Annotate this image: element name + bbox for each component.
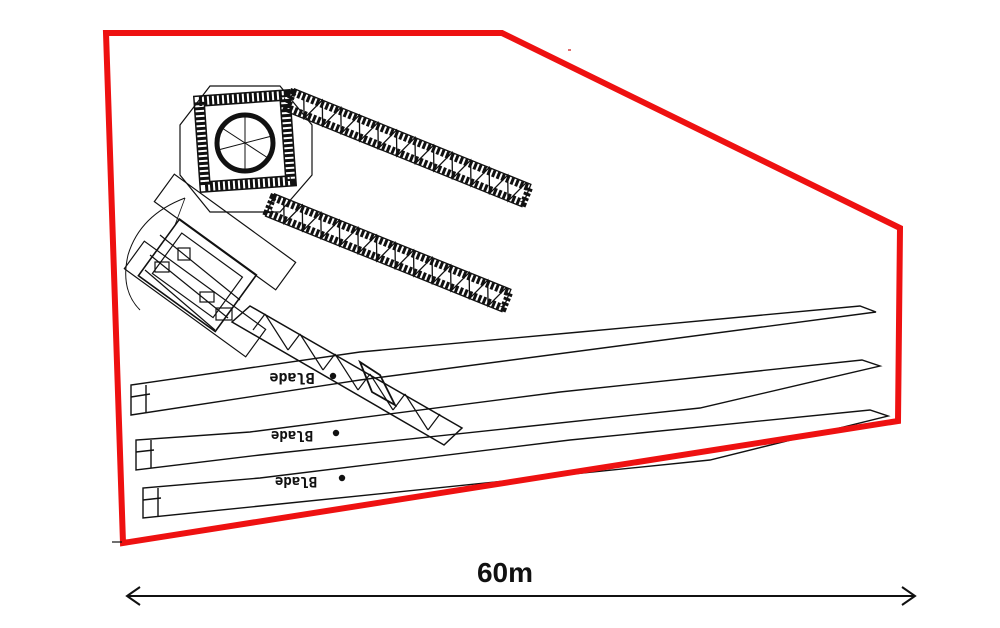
blade-1-label: Blade <box>269 369 314 387</box>
blade-2: Blade <box>135 359 883 471</box>
site-boundary <box>102 30 904 547</box>
blade-3-label: Blade <box>275 473 317 489</box>
blade-2-label: Blade <box>271 427 313 443</box>
crawler-crane <box>123 173 464 446</box>
dimension-arrow <box>125 586 917 606</box>
tower-base-assembly <box>179 85 534 313</box>
blade-3: Blade <box>142 409 891 519</box>
dimension-label: 60m <box>477 557 533 588</box>
blade-1: Blade <box>130 305 877 416</box>
